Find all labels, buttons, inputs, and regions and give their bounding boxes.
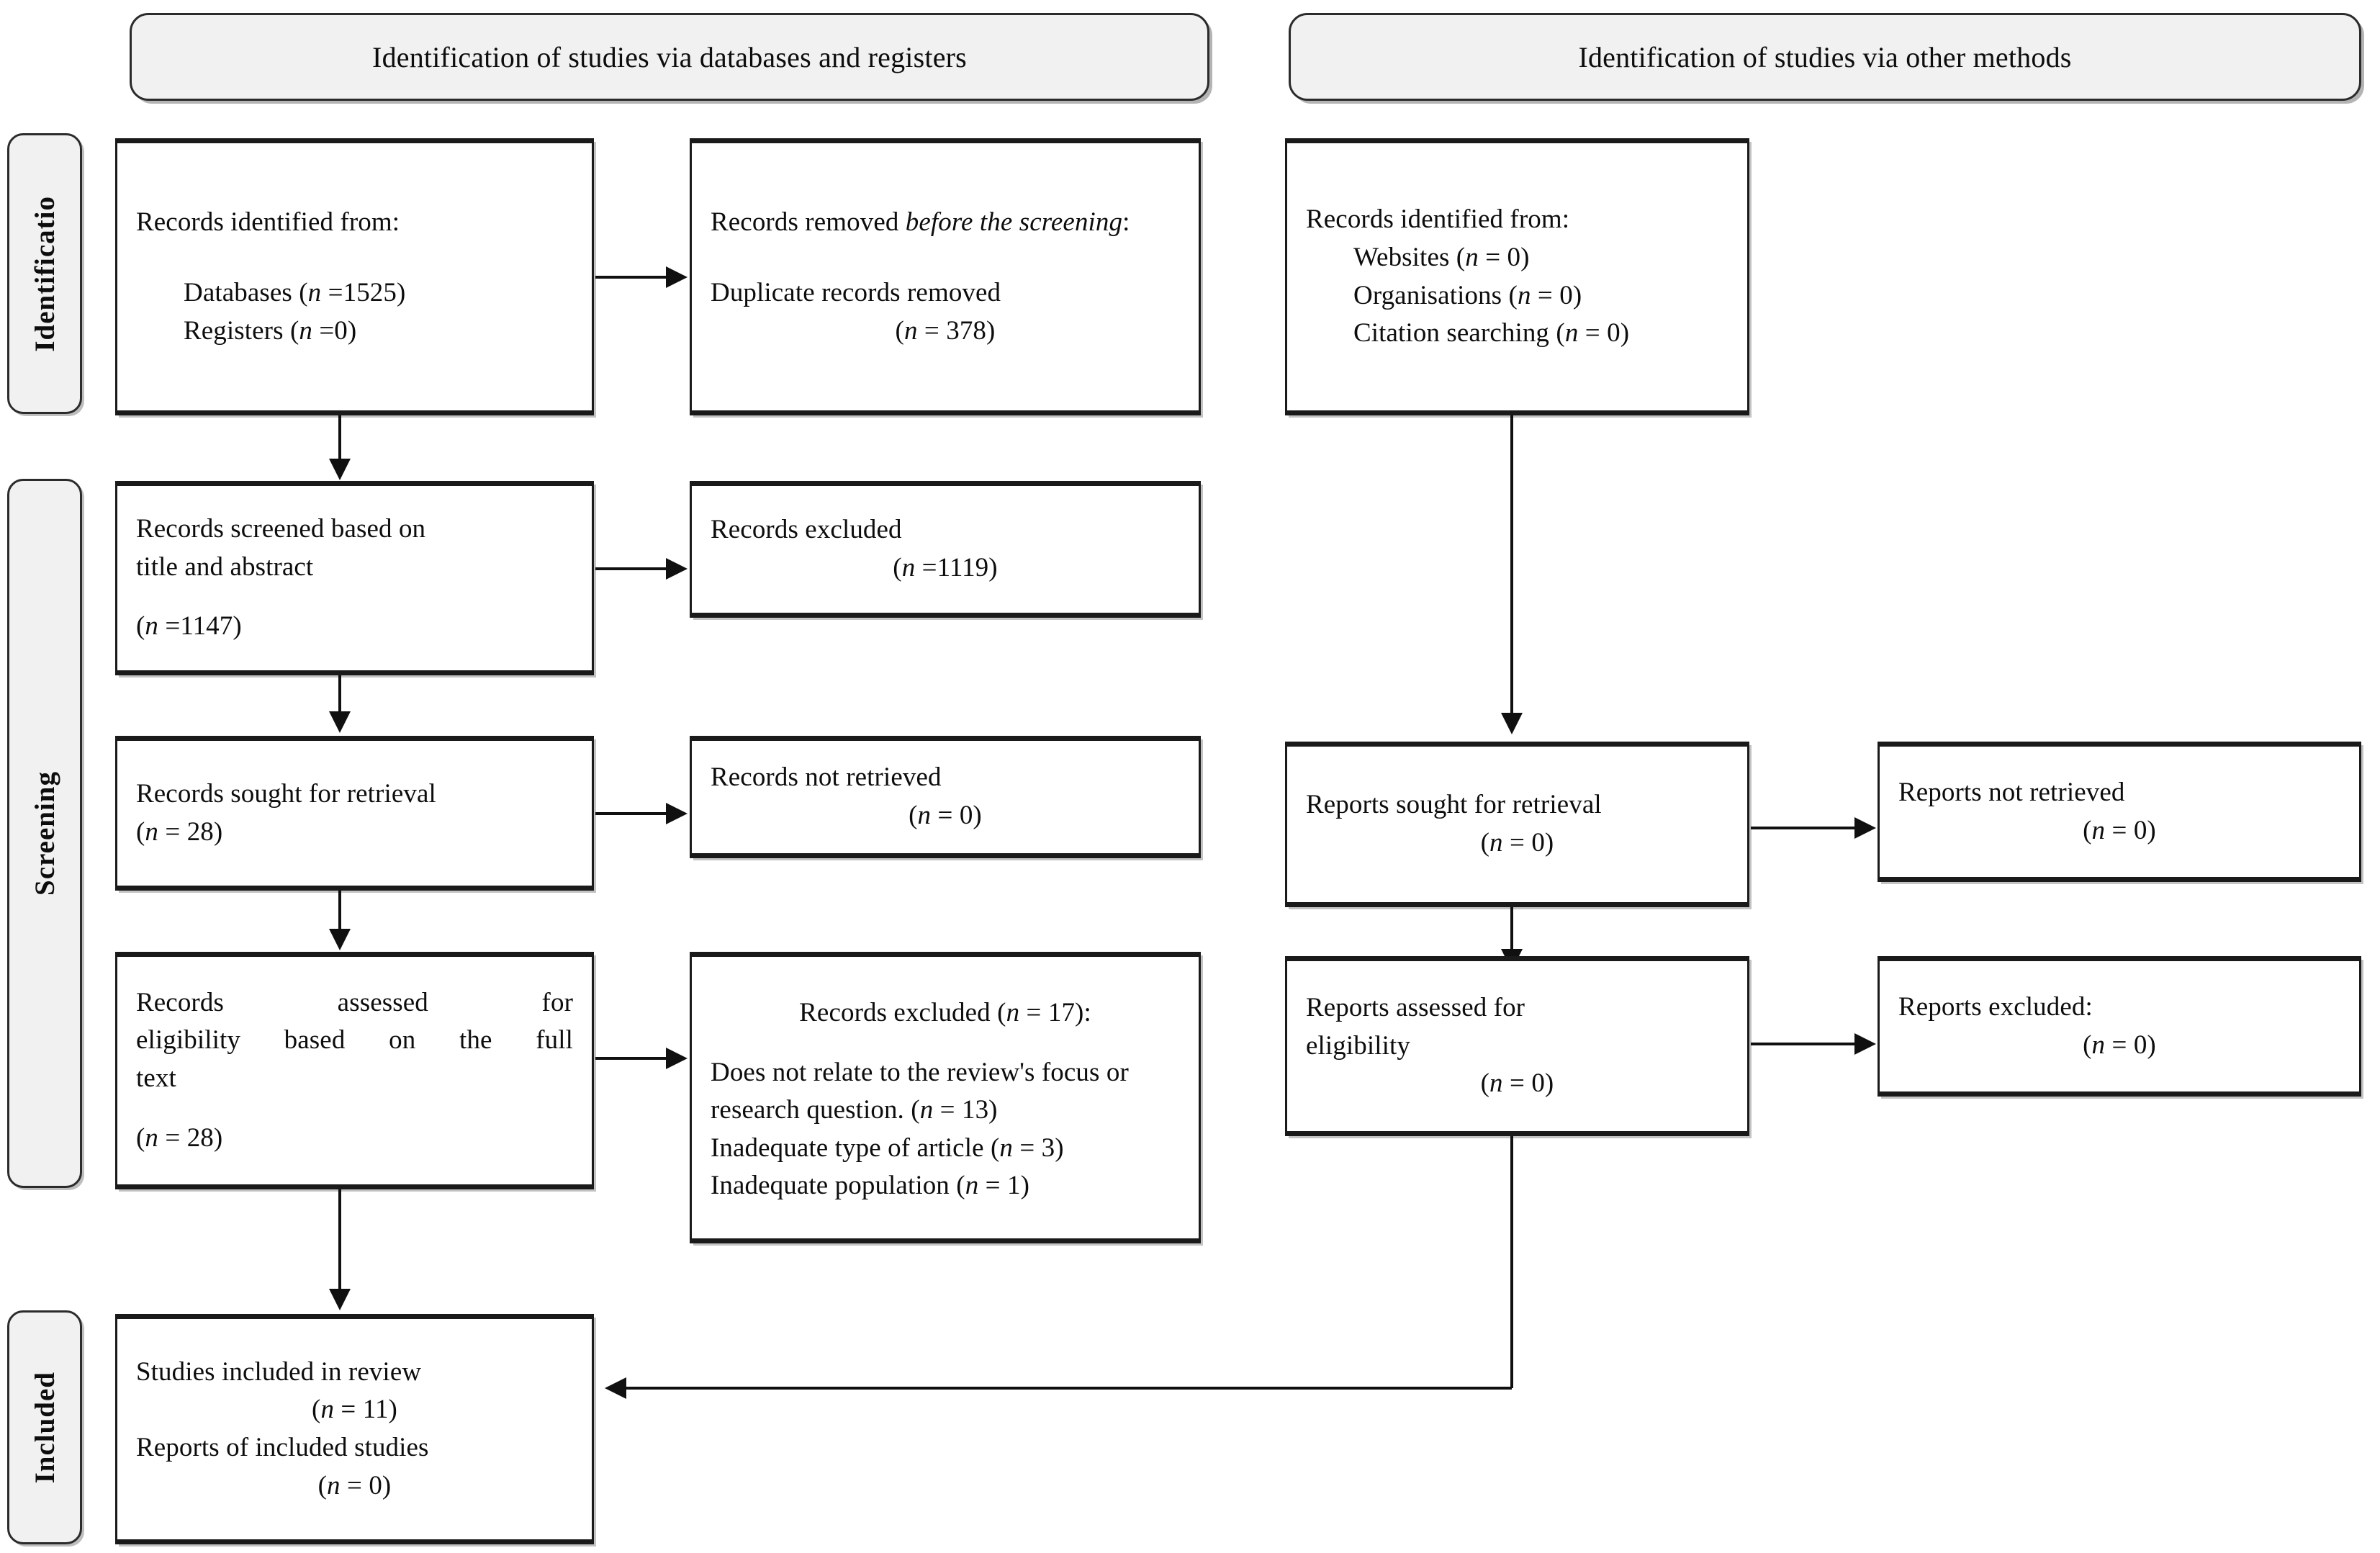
connector-reports-assessed-down: [1510, 1136, 1513, 1388]
connector-reports-assessed-to-excluded: [1751, 1043, 1856, 1045]
stage-screening-text: Screening: [29, 771, 60, 896]
stage-identification-text: Identificatio: [29, 195, 60, 352]
stage-included-text: Included: [29, 1371, 60, 1484]
stage-label-screening: Screening: [7, 479, 82, 1188]
records-not-retrieved-count: (n = 0): [909, 801, 982, 830]
records-excluded-reason-2: Inadequate type of article (n = 3): [711, 1133, 1064, 1163]
box-records-screened: Records screened based on title and abst…: [115, 481, 594, 675]
arrowhead-reports-assessed-to-included: [605, 1377, 626, 1399]
reports-sought-label: Reports sought for retrieval: [1306, 790, 1602, 820]
records-excluded-reason-3: Inadequate population (n = 1): [711, 1171, 1029, 1201]
arrowhead-sought-to-assessed: [329, 929, 351, 950]
records-excluded-full-heading: Records excluded (n = 17):: [799, 998, 1091, 1027]
connector-identified-to-removed: [595, 276, 667, 279]
other-methods-heading: Records identified from:: [1306, 204, 1570, 235]
records-assessed-line2: eligibility based on the full: [136, 1025, 573, 1055]
connector-assessed-to-included: [338, 1189, 341, 1290]
arrowhead-other-identified-to-sought: [1501, 713, 1523, 734]
arrowhead-screened-to-sought: [329, 711, 351, 733]
box-studies-included-in-review: Studies included in review (n = 11) Repo…: [115, 1314, 594, 1544]
records-excluded-reason-1: Does not relate to the review's focus or…: [711, 1057, 1129, 1125]
records-removed-heading: Records removed before the screening:: [711, 207, 1130, 237]
arrowhead-assessed-to-excluded-full: [666, 1048, 688, 1069]
reports-assessed-line1: Reports assessed for: [1306, 993, 1525, 1023]
connector-sought-to-assessed: [338, 891, 341, 930]
box-reports-sought-for-retrieval: Reports sought for retrieval (n = 0): [1285, 742, 1749, 907]
records-excluded-screening-label: Records excluded: [711, 515, 902, 545]
connector-reports-sought-to-assessed: [1510, 907, 1513, 950]
connector-assessed-to-excluded-full: [595, 1057, 667, 1060]
arrowhead-reports-sought-to-not-retrieved: [1854, 817, 1876, 839]
studies-included-label: Studies included in review: [136, 1356, 422, 1387]
connector-identified-to-screened: [338, 415, 341, 460]
box-reports-assessed-eligibility: Reports assessed for eligibility (n = 0): [1285, 956, 1749, 1136]
reports-not-retrieved-label: Reports not retrieved: [1898, 777, 2125, 807]
stage-label-identification: Identificatio: [7, 133, 82, 414]
box-records-excluded-full-text: Records excluded (n = 17): Does not rela…: [690, 952, 1201, 1243]
reports-assessed-line2: eligibility: [1306, 1030, 1410, 1061]
connector-reports-assessed-to-included: [626, 1387, 1512, 1390]
records-screened-line1: Records screened based on: [136, 514, 426, 544]
box-reports-excluded: Reports excluded: (n = 0): [1878, 956, 2361, 1097]
connector-reports-sought-to-not-retrieved: [1751, 827, 1856, 829]
box-records-excluded-screening: Records excluded (n =1119): [690, 481, 1201, 618]
reports-excluded-label: Reports excluded:: [1898, 991, 2093, 1022]
connector-other-identified-to-sought: [1510, 415, 1513, 714]
records-sought-label: Records sought for retrieval: [136, 778, 436, 809]
box-records-assessed-eligibility: Records assessed for eligibility based o…: [115, 952, 594, 1189]
reports-sought-count: (n = 0): [1480, 828, 1554, 857]
header-databases-registers: Identification of studies via databases …: [130, 13, 1209, 101]
records-screened-line2: title and abstract: [136, 552, 314, 582]
header-other-methods: Identification of studies via other meth…: [1289, 13, 2361, 101]
records-not-retrieved-label: Records not retrieved: [711, 762, 942, 793]
arrowhead-assessed-to-included: [329, 1289, 351, 1310]
box-records-sought-for-retrieval: Records sought for retrieval (n = 28): [115, 736, 594, 891]
box-records-not-retrieved: Records not retrieved (n = 0): [690, 736, 1201, 858]
records-excluded-screening-count: (n =1119): [893, 553, 998, 582]
stage-label-included: Included: [7, 1310, 82, 1544]
records-screened-count: (n =1147): [136, 611, 242, 642]
other-methods-citation-searching: Citation searching (n = 0): [1353, 318, 1630, 348]
arrowhead-identified-to-removed: [666, 266, 688, 288]
box-records-identified-other-methods: Records identified from: Websites (n = 0…: [1285, 138, 1749, 415]
box-reports-not-retrieved: Reports not retrieved (n = 0): [1878, 742, 2361, 882]
reports-excluded-count: (n = 0): [2083, 1030, 2156, 1060]
arrowhead-identified-to-screened: [329, 459, 351, 480]
records-sought-count: (n = 28): [136, 816, 223, 847]
header-left-label: Identification of studies via databases …: [372, 40, 967, 73]
studies-included-count: (n = 11): [312, 1395, 397, 1425]
records-identified-databases: Databases (n =1525): [184, 278, 406, 308]
duplicate-records-removed-count: (n = 378): [895, 315, 996, 346]
arrowhead-screened-to-excluded: [666, 558, 688, 580]
records-assessed-line3: text: [136, 1063, 176, 1093]
connector-screened-to-sought: [338, 675, 341, 713]
duplicate-records-removed-label: Duplicate records removed: [711, 278, 1001, 308]
box-records-identified-databases: Records identified from: Databases (n =1…: [115, 138, 594, 415]
other-methods-organisations: Organisations (n = 0): [1353, 280, 1582, 310]
connector-screened-to-excluded: [595, 567, 667, 570]
reports-assessed-count: (n = 0): [1480, 1068, 1554, 1099]
arrowhead-reports-assessed-to-excluded: [1854, 1033, 1876, 1055]
records-assessed-count: (n = 28): [136, 1122, 223, 1153]
arrowhead-sought-to-not-retrieved: [666, 803, 688, 824]
records-assessed-line1: Records assessed for: [136, 987, 573, 1017]
other-methods-websites: Websites (n = 0): [1353, 242, 1530, 272]
reports-of-included-studies-count: (n = 0): [317, 1470, 392, 1500]
header-right-label: Identification of studies via other meth…: [1578, 40, 2072, 73]
records-identified-registers: Registers (n =0): [184, 315, 357, 346]
connector-sought-to-not-retrieved: [595, 812, 667, 815]
box-records-removed-before-screening: Records removed before the screening: Du…: [690, 138, 1201, 415]
reports-of-included-studies-label: Reports of included studies: [136, 1433, 429, 1462]
reports-not-retrieved-count: (n = 0): [2083, 815, 2156, 845]
records-identified-heading: Records identified from:: [136, 207, 400, 237]
